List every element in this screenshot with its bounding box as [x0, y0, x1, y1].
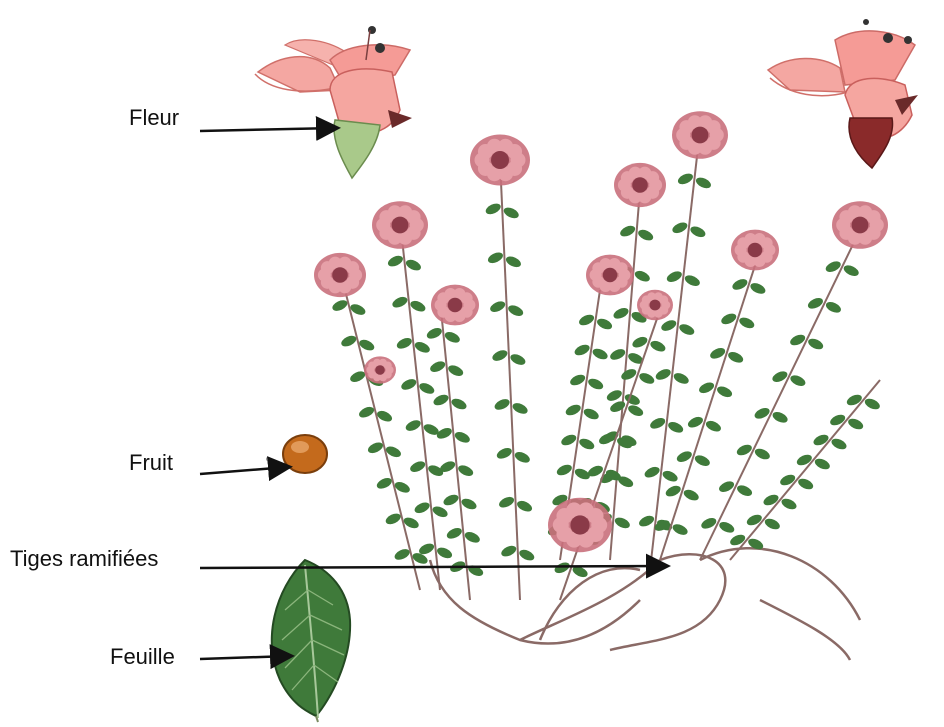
- arrow-fleur: [200, 128, 336, 131]
- label-feuille: Feuille: [110, 646, 175, 668]
- label-fruit: Fruit: [129, 452, 173, 474]
- arrow-fruit: [200, 467, 288, 474]
- thyme-plant-drawing: [314, 111, 888, 660]
- label-fleur: Fleur: [129, 107, 179, 129]
- leaf-drawing: [272, 560, 350, 722]
- flower-drawing-left: [255, 26, 412, 178]
- arrow-tiges: [200, 566, 666, 568]
- label-tiges-ramifiees: Tiges ramifiées: [10, 548, 158, 570]
- flower-drawing-right: [768, 19, 918, 168]
